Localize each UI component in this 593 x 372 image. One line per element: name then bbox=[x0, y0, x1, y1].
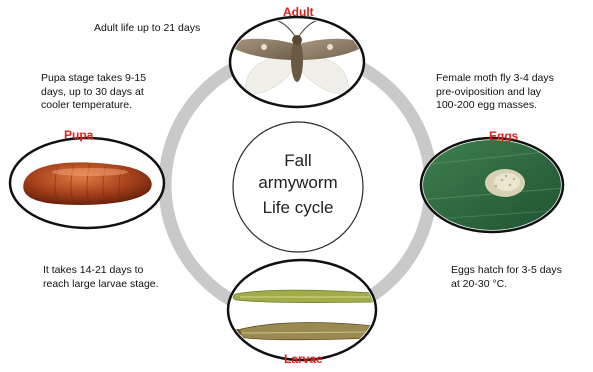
note-eggs-laying: Female moth fly 3-4 days pre-oviposition… bbox=[436, 72, 554, 113]
stage-label-pupa: Pupa bbox=[64, 128, 93, 142]
note-adult: Adult life up to 21 days bbox=[94, 22, 200, 36]
note-line: pre-oviposition and lay bbox=[436, 86, 554, 100]
eggs-leaf-image bbox=[420, 138, 564, 232]
note-line: It takes 14-21 days to bbox=[43, 264, 159, 278]
note-line: 100-200 egg masses. bbox=[436, 99, 554, 113]
pupa-image bbox=[10, 138, 164, 230]
center-title-line-1: Fall bbox=[236, 151, 360, 171]
note-eggs-hatch: Eggs hatch for 3-5 days at 20-30 °C. bbox=[451, 264, 562, 291]
stage-label-adult: Adult bbox=[283, 5, 314, 19]
stage-label-eggs: Eggs bbox=[489, 129, 518, 143]
note-line: Female moth fly 3-4 days bbox=[436, 72, 554, 86]
adult-moth-image bbox=[226, 17, 368, 107]
note-line: days, up to 30 days at bbox=[41, 86, 146, 100]
center-title-line-3: Life cycle bbox=[236, 198, 360, 218]
note-line: Adult life up to 21 days bbox=[94, 22, 200, 36]
note-line: reach large larvae stage. bbox=[43, 278, 159, 292]
center-title-line-2: armyworm bbox=[236, 173, 360, 193]
note-line: Pupa stage takes 9-15 bbox=[41, 72, 146, 86]
stage-label-larvae: Larvae bbox=[284, 352, 323, 366]
note-line: Eggs hatch for 3-5 days bbox=[451, 264, 562, 278]
note-line: at 20-30 °C. bbox=[451, 278, 562, 292]
note-line: cooler temperature. bbox=[41, 99, 146, 113]
note-larvae: It takes 14-21 days to reach large larva… bbox=[43, 264, 159, 291]
note-pupa: Pupa stage takes 9-15 days, up to 30 day… bbox=[41, 72, 146, 113]
larvae-image bbox=[226, 260, 379, 360]
